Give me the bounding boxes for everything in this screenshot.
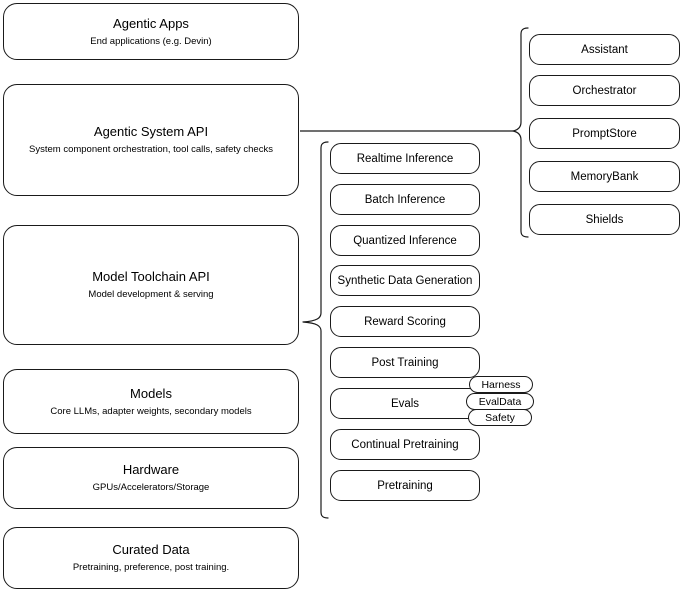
capability-box-quantized-inference[interactable]: Quantized Inference [330, 225, 480, 256]
capability-box-post-training[interactable]: Post Training [330, 347, 480, 378]
layer-subtitle: Pretraining, preference, post training. [72, 562, 230, 573]
component-label: Assistant [581, 43, 628, 56]
brace-system-components [512, 27, 529, 238]
badge-label: EvalData [478, 395, 522, 408]
component-box-assistant[interactable]: Assistant [529, 34, 680, 65]
layer-subtitle: End applications (e.g. Devin) [90, 35, 212, 47]
capability-box-evals[interactable]: Evals [330, 388, 480, 419]
layer-box-models[interactable]: Models Core LLMs, adapter weights, secon… [3, 369, 299, 434]
component-box-promptstore[interactable]: PromptStore [529, 118, 680, 149]
component-box-shields[interactable]: Shields [529, 204, 680, 235]
brace-toolchain-capabilities [302, 141, 329, 519]
badge-harness[interactable]: Harness [469, 376, 533, 393]
capability-label: Synthetic Data Generation [337, 274, 473, 287]
capability-label: Pretraining [377, 479, 433, 492]
layer-subtitle: Model development & serving [88, 289, 214, 300]
layer-title: Agentic Apps [113, 15, 189, 31]
layer-subtitle: System component orchestration, tool cal… [29, 144, 273, 155]
layer-subtitle: GPUs/Accelerators/Storage [92, 482, 210, 493]
layer-title: Hardware [122, 462, 180, 477]
capability-box-batch-inference[interactable]: Batch Inference [330, 184, 480, 215]
component-label: PromptStore [572, 127, 637, 140]
capability-box-continual-pretraining[interactable]: Continual Pretraining [330, 429, 480, 460]
capability-label: Quantized Inference [353, 234, 457, 247]
capability-label: Continual Pretraining [351, 438, 459, 451]
badge-safety[interactable]: Safety [468, 409, 532, 426]
layer-title: Models [130, 385, 172, 401]
component-label: Orchestrator [572, 84, 637, 97]
layer-subtitle: Core LLMs, adapter weights, secondary mo… [50, 405, 252, 417]
badge-label: Harness [481, 378, 521, 391]
capability-box-realtime-inference[interactable]: Realtime Inference [330, 143, 480, 174]
component-box-memorybank[interactable]: MemoryBank [529, 161, 680, 192]
capability-label: Batch Inference [364, 193, 446, 206]
badge-label: Safety [485, 411, 515, 424]
capability-label: Post Training [371, 356, 439, 369]
layer-box-model-toolchain-api[interactable]: Model Toolchain API Model development & … [3, 225, 299, 345]
layer-title: Model Toolchain API [92, 269, 210, 284]
capability-label: Reward Scoring [364, 315, 446, 328]
component-label: MemoryBank [570, 170, 639, 183]
layer-box-hardware[interactable]: Hardware GPUs/Accelerators/Storage [3, 447, 299, 509]
capability-label: Realtime Inference [356, 152, 454, 165]
component-label: Shields [585, 213, 624, 226]
layer-title: Curated Data [112, 542, 190, 557]
component-box-orchestrator[interactable]: Orchestrator [529, 75, 680, 106]
capability-label: Evals [390, 397, 420, 410]
capability-box-pretraining[interactable]: Pretraining [330, 470, 480, 501]
capability-box-reward-scoring[interactable]: Reward Scoring [330, 306, 480, 337]
layer-box-agentic-system-api[interactable]: Agentic System API System component orch… [3, 84, 299, 196]
layer-box-agentic-apps[interactable]: Agentic Apps End applications (e.g. Devi… [3, 3, 299, 60]
capability-box-synthetic-data-generation[interactable]: Synthetic Data Generation [330, 265, 480, 296]
layer-box-curated-data[interactable]: Curated Data Pretraining, preference, po… [3, 527, 299, 589]
badge-evaldata[interactable]: EvalData [466, 393, 534, 410]
layer-title: Agentic System API [93, 124, 209, 139]
